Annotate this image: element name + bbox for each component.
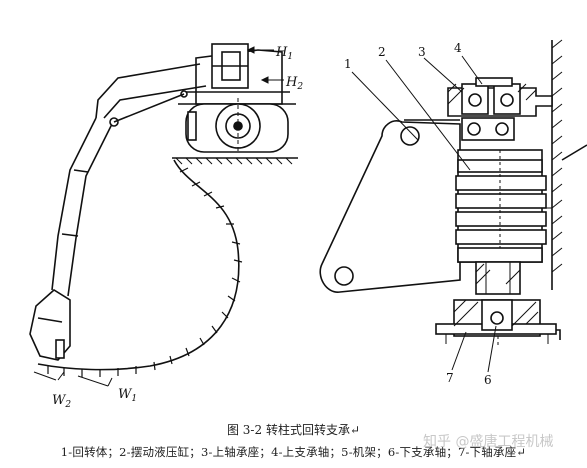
upper-bearing-assembly [447, 77, 553, 141]
dig-trajectory [37, 159, 243, 377]
label-w1: W1 [118, 387, 137, 404]
dimension-lines [246, 46, 284, 84]
leader-lines [351, 55, 497, 373]
figure-caption-legend: 1-回转体；2-摆动液压缸；3-上轴承座；4-上支承轴；5-机架；6-下支承轴；… [60, 445, 527, 459]
right-labels: 1 2 3 4 7 6 [344, 41, 492, 387]
label-part-7: 7 [446, 371, 454, 385]
label-part-1: 1 [344, 57, 352, 71]
left-labels: H1 H2 W1 W2 [52, 45, 303, 410]
label-h1: H1 [275, 45, 293, 62]
frame-wall [540, 39, 587, 340]
label-part-3: 3 [418, 45, 426, 59]
hydraulic-cylinder-stack [455, 149, 552, 263]
slewing-support-drawing [319, 39, 587, 373]
figure-caption-title: 图 3-2 转柱式回转支承↵ [226, 423, 360, 437]
excavator-drawing [29, 43, 298, 387]
label-part-4: 4 [454, 41, 462, 55]
machine-body [178, 43, 296, 154]
label-part-6: 6 [484, 373, 492, 387]
slewing-body-plate [319, 119, 461, 293]
boom-arm [29, 63, 207, 361]
ground-markers [33, 371, 113, 387]
label-part-2: 2 [378, 45, 386, 59]
ground-line [172, 157, 298, 165]
watermark-text: 知乎 @盛唐工程机械 [423, 434, 554, 450]
lower-bearing-assembly [435, 261, 557, 348]
label-h2: H2 [285, 75, 303, 92]
label-w2: W2 [52, 393, 71, 410]
